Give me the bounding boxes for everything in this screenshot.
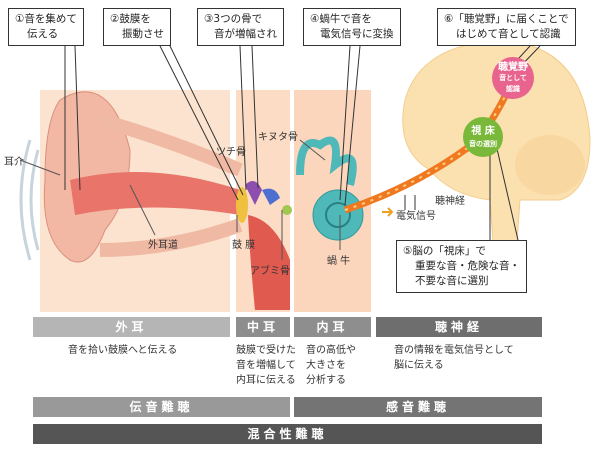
callout-text: ②鼓膜を	[110, 13, 151, 25]
section-auditory-nerve: 聴神経	[376, 317, 542, 337]
label-ear-canal: 外耳道	[148, 240, 178, 251]
desc-line: 内耳に伝える	[236, 375, 296, 386]
callout-text: ③3つの骨で	[204, 13, 263, 25]
thalamus-title: 視 床	[471, 126, 495, 137]
section-outer-ear: 外耳	[33, 317, 230, 337]
auditory-cortex-label: 聴覚野 音として 認識	[492, 62, 534, 95]
callout-step2: ②鼓膜を振動させ	[103, 8, 171, 46]
thalamus-label: 視 床 音の選別	[463, 126, 503, 150]
callout-step4: ④蝸牛で音を電気信号に変換	[303, 8, 401, 46]
desc-line: 分析する	[306, 375, 346, 386]
callout-text: ⑥「聴覚野」に届くことで	[444, 13, 569, 25]
callout-step5: ⑤脳の「視床」で重要な音・危険な音・不要な音に選別	[396, 240, 527, 293]
desc-line: 音の高低や	[306, 345, 356, 356]
label-eardrum: 鼓 膜	[232, 240, 256, 251]
callout-text: はじめて音として認識	[456, 28, 561, 40]
auditory-cortex-title: 聴覚野	[498, 62, 528, 73]
section-inner-ear: 内耳	[294, 317, 371, 337]
desc-line: 音を増幅して	[236, 360, 296, 371]
label-malleus: ツチ骨	[216, 147, 246, 158]
callout-text: ⑤脳の「視床」で	[403, 245, 486, 257]
callout-text: 電気信号に変換	[320, 28, 394, 40]
label-auditory-nerve: 聴神経	[435, 196, 465, 207]
desc-line: 大きさを	[306, 360, 346, 371]
thalamus-circle	[463, 117, 503, 157]
sensorineural-hearing-loss-bar: 感音難聴	[294, 397, 542, 417]
stapes-shape	[282, 205, 292, 215]
desc-line: 脳に伝える	[394, 360, 444, 371]
inner-ear-desc: 音の高低や大きさを分析する	[306, 343, 356, 388]
cerebellum-shape	[515, 135, 585, 195]
auditory-cortex-sub: 認識	[506, 85, 520, 93]
middle-ear-desc: 鼓膜で受けた音を増幅して内耳に伝える	[236, 343, 296, 388]
label-cochlea: 蝸 牛	[327, 256, 351, 267]
incus-shape	[262, 188, 280, 205]
callout-step6: ⑥「聴覚野」に届くことではじめて音として認識	[437, 8, 576, 46]
desc-line: 音を拾い鼓膜へと伝える	[68, 345, 178, 356]
label-electric-signal: 電気信号	[396, 211, 436, 222]
semicircular-canals	[296, 136, 357, 186]
auditory-cortex-circle	[492, 57, 534, 99]
desc-line: 音の情報を電気信号として	[394, 345, 514, 356]
label-incus: キヌタ骨	[258, 132, 298, 143]
sound-wave	[29, 149, 40, 251]
callout-text: 重要な音・危険な音・	[415, 260, 520, 272]
eardrum-shape	[236, 187, 248, 223]
callout-text: 伝える	[27, 28, 59, 40]
callout-text: 音が増幅され	[214, 28, 277, 40]
callout-text: 不要な音に選別	[415, 275, 489, 287]
label-pinna: 耳介	[4, 157, 24, 168]
callout-text: 振動させ	[122, 28, 164, 40]
callout-step3: ③3つの骨で音が増幅され	[197, 8, 284, 46]
signal-arrow-icon	[382, 207, 394, 217]
sound-wave	[19, 139, 32, 261]
outer-ear-desc: 音を拾い鼓膜へと伝える	[68, 343, 177, 358]
eustachian-tube	[248, 215, 290, 310]
conductive-hearing-loss-bar: 伝音難聴	[33, 397, 290, 417]
thalamus-sub: 音の選別	[469, 140, 497, 148]
auditory-cortex-sub: 音として	[499, 74, 527, 82]
callout-text: ④蝸牛で音を	[310, 13, 372, 25]
auditory-nerve-desc: 音の情報を電気信号として脳に伝える	[394, 343, 514, 373]
callout-text: ①音を集めて	[15, 13, 77, 25]
ear-canal-shape	[70, 172, 240, 215]
mixed-hearing-loss-bar: 混合性難聴	[33, 424, 542, 444]
label-stapes: アブミ骨	[250, 266, 290, 277]
callout-step1: ①音を集めて伝える	[8, 8, 84, 46]
section-middle-ear: 中耳	[236, 317, 290, 337]
cochlea-shape	[312, 189, 364, 241]
desc-line: 鼓膜で受けた	[236, 345, 296, 356]
